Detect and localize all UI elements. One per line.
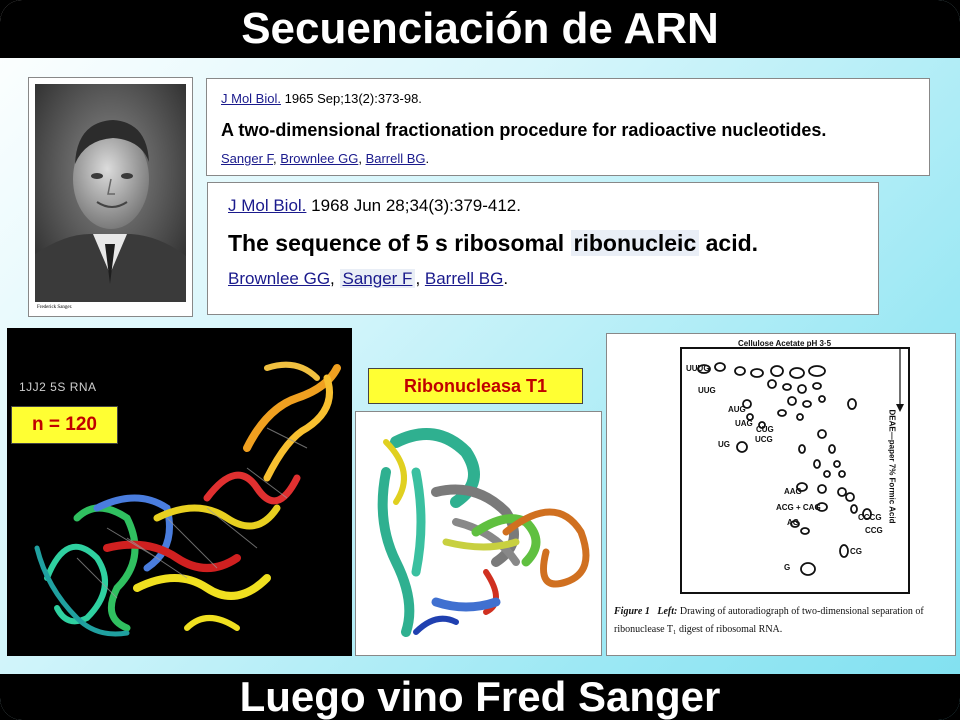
fingerprint-figure (606, 333, 956, 656)
sanger-portrait: Frederick Sanger. (28, 77, 193, 317)
citation-details: 1968 Jun 28;34(3):379-412. (311, 196, 521, 215)
reference-1968: J Mol Biol. 1968 Jun 28;34(3):379-412. T… (207, 182, 879, 315)
author-link[interactable]: Brownlee GG (228, 269, 331, 288)
article-title: The sequence of 5 s ribosomal ribonuclei… (228, 230, 759, 256)
highlighted-term: ribonucleic (570, 230, 700, 256)
author-link[interactable]: Sanger F (339, 269, 416, 288)
slide-title: Secuenciación de ARN (0, 0, 960, 58)
portrait-caption: Frederick Sanger. (37, 305, 73, 310)
rna-ribbon-image (34, 361, 341, 637)
protein-ribbon-image (377, 428, 590, 637)
figure-axis-top: Cellulose Acetate pH 3·5 (738, 339, 832, 348)
length-badge: n = 120 (11, 406, 118, 444)
journal-link[interactable]: J Mol Biol. (228, 196, 307, 215)
model-label: 1JJ2 5S RNA (19, 380, 97, 394)
spot-label: UAG (735, 419, 753, 428)
spot-label: CUG (756, 425, 774, 434)
author-list: Sanger F, Brownlee GG, Barrell BG. (221, 151, 430, 166)
spot-label: UCG (755, 435, 773, 444)
author-link[interactable]: Brownlee GG (280, 151, 359, 166)
author-list: Brownlee GG, Sanger F, Barrell BG. (228, 269, 509, 288)
figure-caption: Figure 1 Left: Drawing of autoradiograph… (614, 606, 924, 635)
spot-label: UG (718, 440, 730, 449)
figure-frame (680, 347, 910, 594)
reference-1965: J Mol Biol. 1965 Sep;13(2):373-98. A two… (206, 78, 930, 176)
t1-label: Ribonucleasa T1 (368, 368, 583, 404)
author-link[interactable]: Sanger F (221, 151, 274, 166)
article-title: A two-dimensional fractionation procedur… (221, 120, 827, 140)
portrait-image (35, 84, 186, 302)
spot-label: CG (850, 547, 862, 556)
spot-label: UUUG (686, 364, 710, 373)
spot-label: ACG + CAG (776, 503, 821, 512)
ribonuclease-t1-model (355, 411, 602, 656)
journal-link[interactable]: J Mol Biol. (221, 91, 281, 106)
figure-axis-side: DEAE—paper 7% Formic Acid (887, 409, 897, 524)
spot-label: UUG (698, 386, 716, 395)
spot-label: AUG (728, 405, 746, 414)
spot-label: CCG (865, 526, 883, 535)
citation-details: 1965 Sep;13(2):373-98. (284, 91, 422, 106)
autoradiograph-spots (697, 349, 904, 576)
author-link[interactable]: Barrell BG (365, 151, 426, 166)
spot-label: AAG (784, 487, 802, 496)
spot-label: AG (787, 518, 799, 527)
author-link[interactable]: Barrell BG (424, 269, 504, 288)
spot-label: G (784, 563, 791, 572)
rna-5s-model: 1JJ2 5S RNA (7, 328, 352, 656)
spot-label: CCCG (858, 513, 882, 522)
slide-footer: Luego vino Fred Sanger (0, 674, 960, 720)
